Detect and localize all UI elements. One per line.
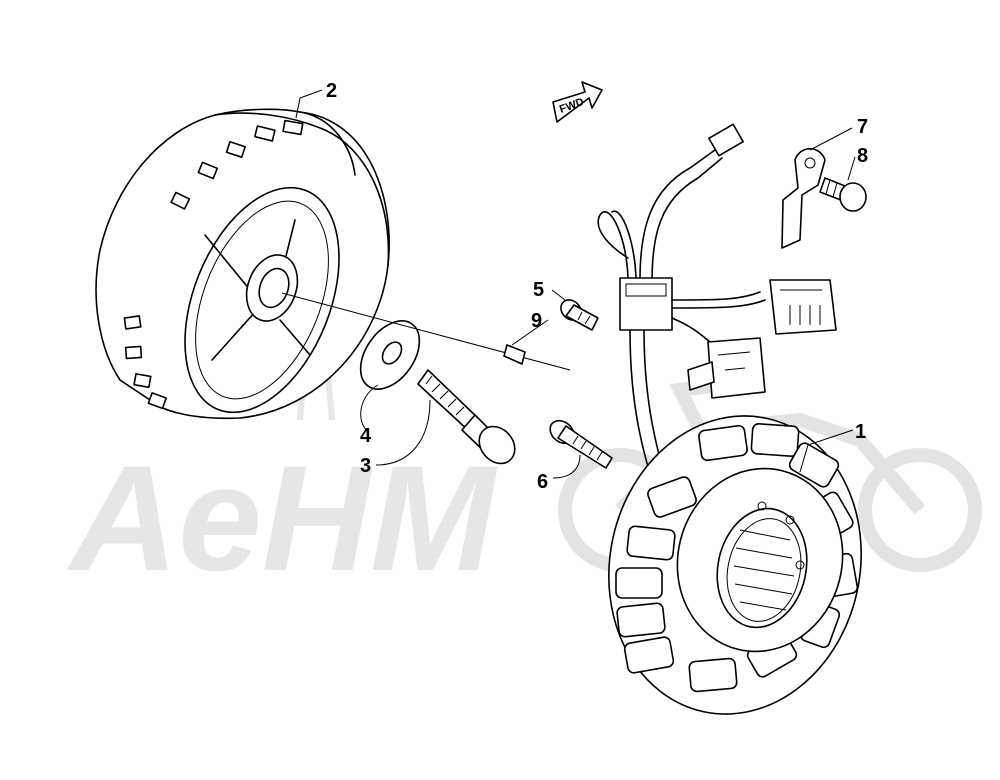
- flywheel-magnets: [123, 119, 304, 410]
- watermark-text: AeHM: [66, 434, 498, 602]
- callout-1: 1: [855, 421, 866, 443]
- callout-2: 2: [326, 80, 337, 102]
- callout-8: 8: [857, 145, 868, 167]
- flywheel: [95, 108, 390, 420]
- woodruff-key: [503, 344, 526, 365]
- callouts: 1 2 3 4 5 6 7 8 9: [326, 80, 868, 493]
- callout-7: 7: [857, 116, 868, 138]
- stator-screw: [549, 419, 613, 469]
- watermark: AeHM: [66, 229, 982, 602]
- callout-6: 6: [537, 471, 548, 493]
- stator: [608, 415, 862, 715]
- callout-5: 5: [533, 279, 544, 301]
- wiring-harness: [597, 123, 837, 661]
- screw-small: [560, 299, 599, 331]
- flywheel-bolt: [417, 369, 516, 465]
- callout-3: 3: [360, 455, 371, 477]
- callout-9: 9: [531, 310, 542, 332]
- fwd-arrow-icon: FWD: [552, 81, 603, 123]
- washer: [359, 320, 421, 390]
- callout-4: 4: [360, 425, 372, 447]
- bracket-bolt: [819, 177, 867, 212]
- clamp-bracket: [781, 147, 826, 249]
- leader-lines: [295, 89, 856, 479]
